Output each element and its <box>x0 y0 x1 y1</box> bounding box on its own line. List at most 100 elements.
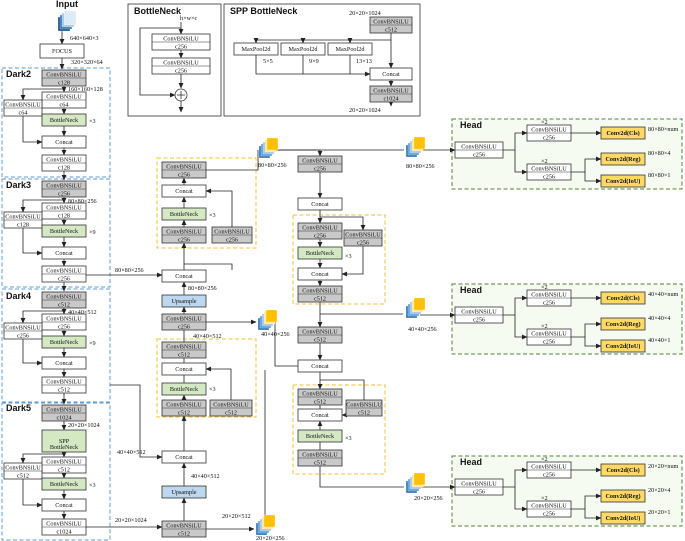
head-1-title: Head <box>460 120 482 130</box>
feature-cube-40 <box>257 309 278 331</box>
pan-out-40-dims: 40×40×256 <box>261 331 290 338</box>
dark4-repeat: ×9 <box>89 340 96 347</box>
block-label: ConvBNSiLU <box>5 101 41 108</box>
block-label: ConvBNSiLU <box>5 324 41 331</box>
pb-from-40 <box>265 321 298 367</box>
block-label: ConvBNSiLU <box>5 213 41 220</box>
block-channels: c512 <box>385 26 397 33</box>
pan-bottleneck-a2: BottleNeck <box>161 382 207 396</box>
block-label: ConvBNSiLU <box>373 18 409 25</box>
block-label: Concat <box>55 502 73 509</box>
block-label: BottleNeck <box>170 386 199 393</box>
spp-k5: 5×5 <box>263 58 273 65</box>
dark3-concat: Concat <box>41 246 87 260</box>
block-label: Conv2d(Reg) <box>605 156 640 163</box>
dark4-group <box>1 288 111 403</box>
block-label: Concat <box>311 201 329 208</box>
block-channels: c1024 <box>56 528 71 535</box>
block-channels: c512 <box>58 301 70 308</box>
dark5-concat: Concat <box>41 498 87 512</box>
block-label: Concat <box>55 250 73 257</box>
block-channels: c256 <box>178 171 190 178</box>
block-channels: c256 <box>473 151 485 158</box>
pan-bottleneck-b1: BottleNeck <box>297 246 343 260</box>
block-label: BottleNeck <box>50 117 79 124</box>
head-input-cube-80 <box>405 136 426 158</box>
block-channels: c256 <box>175 67 187 74</box>
head-1-conv-cls: Conv2d(Cls) <box>600 126 646 140</box>
pan-dims-40-512a: 40×40×512 <box>193 333 222 340</box>
pan-dims-80-dark3: 80×80×256 <box>115 267 144 274</box>
neck-top-right-group <box>292 214 386 305</box>
pa-side <box>205 188 233 227</box>
pan-bottleneck-a1: BottleNeck <box>161 207 207 221</box>
head-1-rep1: ×2 <box>541 119 548 126</box>
neck-mid-left-group <box>156 338 257 418</box>
block-channels: c512 <box>358 409 370 416</box>
block-channels: c256 <box>178 323 190 330</box>
block-label: MaxPool2d <box>336 46 366 53</box>
pan-concat-b1b: Concat <box>297 267 343 281</box>
dark3-dims: 80×80×256 <box>68 198 97 205</box>
head-1-reg-out: 80×80×4 <box>648 150 670 157</box>
block-label: Concat <box>55 139 73 146</box>
block-label: ConvBNSiLU <box>531 463 567 470</box>
pb-out20 <box>319 466 404 488</box>
head-3-rep2: ×2 <box>541 495 548 502</box>
block-label: BottleNeck <box>50 228 79 235</box>
block-channels: c256 <box>17 332 29 339</box>
dark3-side-a <box>20 199 64 213</box>
dark3-group <box>1 178 111 288</box>
block-channels: c256 <box>543 134 555 141</box>
input-dims: 640×640×3 <box>70 35 99 42</box>
block-label: ConvBNSiLU <box>461 480 497 487</box>
block-channels: c256 <box>543 299 555 306</box>
dark3-side-b <box>22 228 43 256</box>
block-label: ConvBNSiLU <box>531 126 567 133</box>
dark5-group <box>1 402 111 541</box>
head-2-conv-iou: Conv2d(IoU) <box>600 339 646 353</box>
neck-bottom-right-group <box>292 384 386 475</box>
dark5-side-a <box>20 453 64 464</box>
head-1-rep2: ×2 <box>541 158 548 165</box>
block-label: Concat <box>311 412 329 419</box>
block-label: ConvBNSiLU <box>166 163 202 170</box>
block-label: Conv2d(Cls) <box>606 130 639 137</box>
block-label: ConvBNSiLU <box>531 291 567 298</box>
block-label: ConvBNSiLU <box>461 143 497 150</box>
block-channels: c256 <box>226 236 238 243</box>
block-label: Concat <box>175 273 193 280</box>
head-1-cls-out: 80×80×num <box>648 126 679 133</box>
feature-cube-20 <box>255 514 276 536</box>
block-label: Conv2d(IoU) <box>606 343 641 350</box>
block-label: ConvBNSiLU <box>302 328 338 335</box>
head-2-title: Head <box>460 285 482 295</box>
focus-dims: 320×320×64 <box>71 59 103 66</box>
pan-b1-repeat: ×3 <box>345 253 352 260</box>
upsample-20-to-40: Upsample <box>161 485 207 499</box>
spp-e-branch <box>253 33 392 44</box>
head-1-e4 <box>571 156 602 173</box>
block-channels: c512 <box>314 459 326 466</box>
pa-side2 <box>205 366 232 400</box>
block-channels: c256 <box>178 236 190 243</box>
block-channels: c64 <box>19 109 28 116</box>
pan-a2-repeat: ×3 <box>209 386 216 393</box>
block-label: ConvBNSiLU <box>46 293 82 300</box>
block-label: ConvBNSiLU <box>166 315 202 322</box>
head-2-rep2: ×2 <box>541 323 548 330</box>
block-label: BottleNeck <box>306 250 335 257</box>
